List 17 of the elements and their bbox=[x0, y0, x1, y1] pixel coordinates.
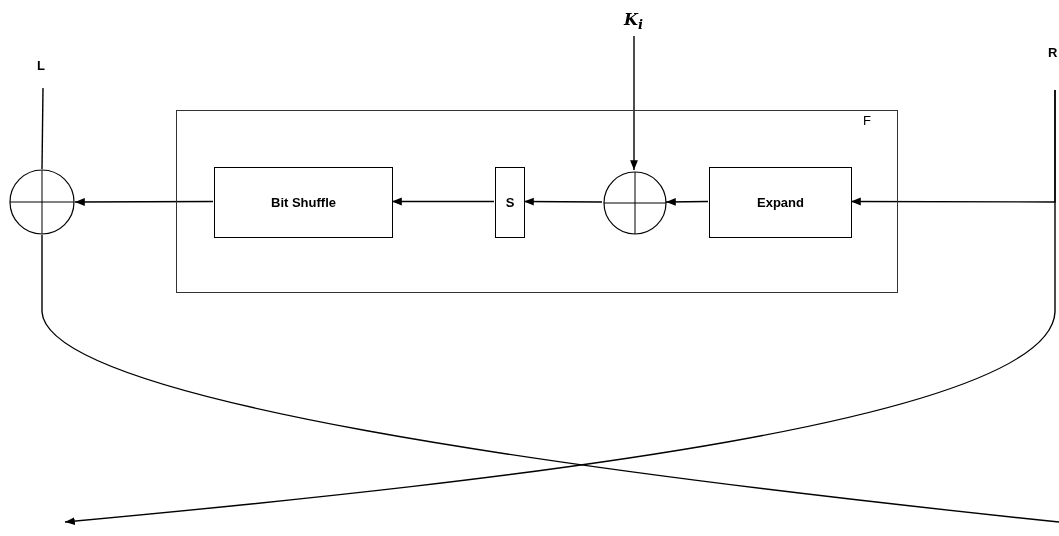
arrow bbox=[665, 197, 709, 206]
arrow bbox=[630, 35, 638, 171]
arrow bbox=[64, 89, 1056, 525]
arrow bbox=[523, 197, 603, 206]
arrow bbox=[74, 198, 214, 206]
function-frame bbox=[176, 110, 898, 293]
process-box bbox=[214, 167, 393, 238]
process-box bbox=[709, 167, 852, 238]
box-label: Expand bbox=[757, 195, 804, 210]
arrow bbox=[391, 197, 495, 206]
process-box bbox=[495, 167, 525, 238]
box-label: Bit Shuffle bbox=[271, 195, 336, 210]
input-label: L bbox=[37, 58, 45, 73]
frame-label: F bbox=[863, 113, 871, 128]
box-label: S bbox=[505, 195, 515, 210]
input-label: R bbox=[1048, 45, 1058, 60]
key-label: K$_{i}$ bbox=[624, 10, 643, 33]
